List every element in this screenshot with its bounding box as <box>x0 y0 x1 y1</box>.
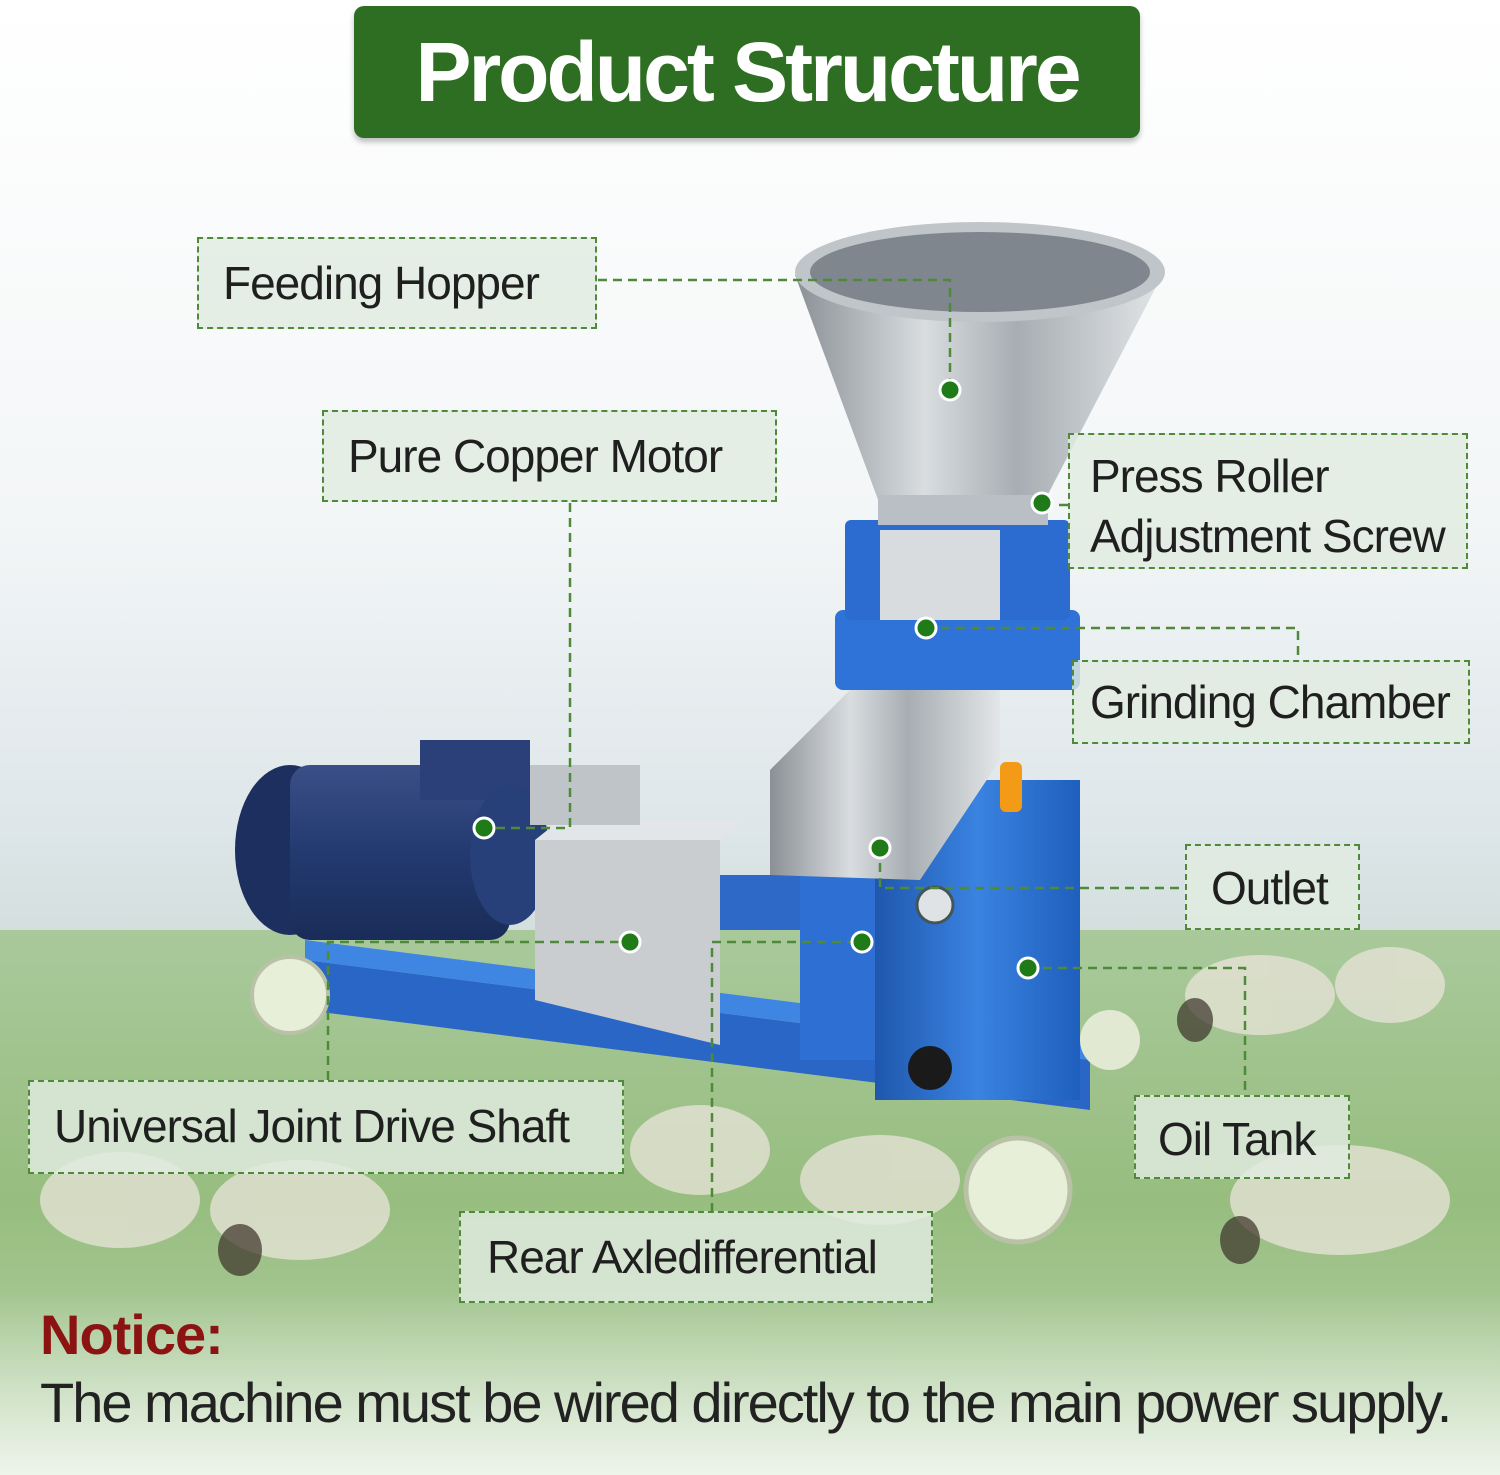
notice-text: The machine must be wired directly to th… <box>40 1371 1452 1434</box>
label-universal-joint-drive-shaft: Universal Joint Drive Shaft <box>28 1080 624 1174</box>
label-press-roller-adjustment-screw: Press Roller Adjustment Screw <box>1068 433 1468 569</box>
label-grinding-chamber: Grinding Chamber <box>1072 660 1470 744</box>
label-oil-tank: Oil Tank <box>1134 1095 1350 1179</box>
page-title: Product Structure <box>415 24 1081 119</box>
title-banner: Product Structure <box>354 6 1140 138</box>
label-pure-copper-motor: Pure Copper Motor <box>322 410 777 502</box>
label-feeding-hopper: Feeding Hopper <box>197 237 597 329</box>
label-rear-axle-differential: Rear Axledifferential <box>459 1211 933 1303</box>
label-outlet: Outlet <box>1185 844 1360 930</box>
notice-title: Notice: <box>40 1303 224 1366</box>
